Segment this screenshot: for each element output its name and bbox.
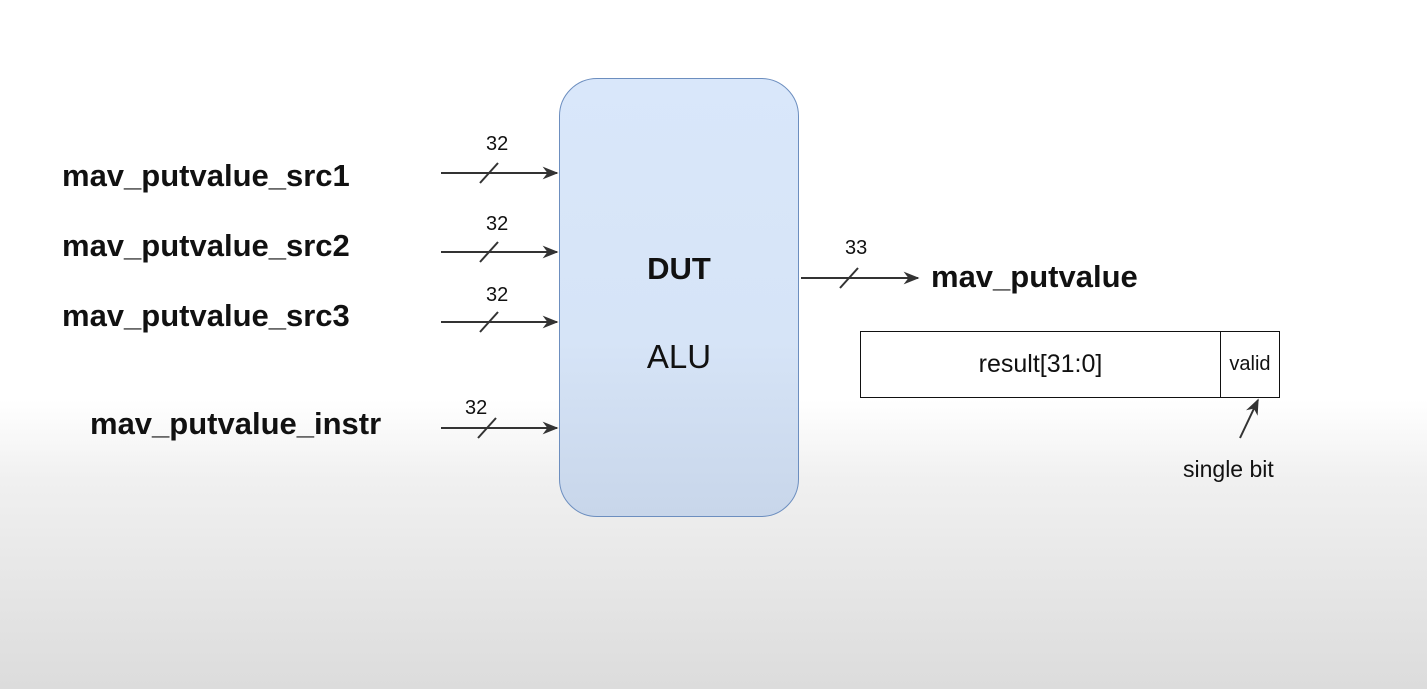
input-label-src3: mav_putvalue_src3 bbox=[62, 298, 350, 333]
input-label-src1: mav_putvalue_src1 bbox=[62, 158, 350, 193]
output-format-register: result[31:0] valid bbox=[860, 331, 1280, 398]
bus-width-output: 33 bbox=[845, 237, 868, 259]
bus-width-instr: 32 bbox=[465, 397, 488, 419]
bus-width-src1: 32 bbox=[486, 133, 509, 155]
output-label: mav_putvalue bbox=[931, 259, 1138, 294]
input-label-instr: mav_putvalue_instr bbox=[90, 406, 382, 441]
bus-slash-src1 bbox=[479, 162, 499, 184]
bus-slash-src2 bbox=[479, 241, 499, 263]
input-label-src2: mav_putvalue_src2 bbox=[62, 228, 350, 263]
register-field-valid: valid bbox=[1229, 353, 1271, 375]
bus-slash-output bbox=[839, 267, 859, 289]
dut-subtitle: ALU bbox=[646, 338, 712, 375]
bus-slash-src3 bbox=[479, 311, 499, 333]
register-field-result: result[31:0] bbox=[861, 332, 1221, 397]
dut-title: DUT bbox=[647, 251, 711, 286]
annotation-arrow bbox=[1239, 398, 1259, 439]
single-bit-annotation: single bit bbox=[1183, 456, 1274, 482]
dut-block bbox=[559, 78, 799, 517]
bus-width-src3: 32 bbox=[486, 284, 509, 306]
bus-width-src2: 32 bbox=[486, 213, 509, 235]
bus-slash-instr bbox=[477, 417, 497, 439]
